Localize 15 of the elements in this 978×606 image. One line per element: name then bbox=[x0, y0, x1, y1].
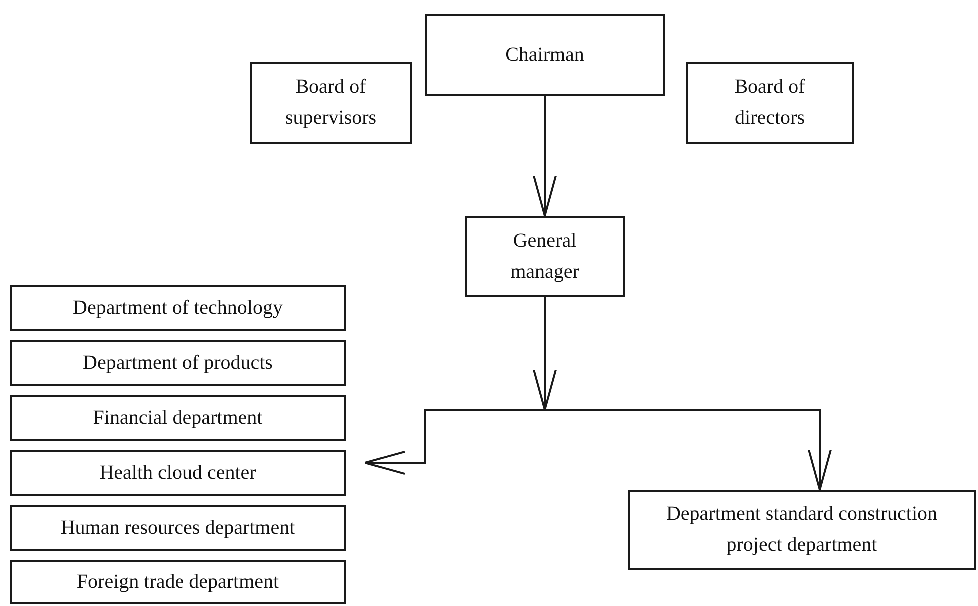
org-box: Chairman bbox=[425, 14, 665, 96]
org-box: Department standard construction project department bbox=[628, 490, 976, 570]
arrow bbox=[545, 409, 832, 491]
arrow bbox=[533, 297, 557, 411]
department-box: Department of technology bbox=[10, 285, 346, 331]
org-box: Board of supervisors bbox=[250, 62, 412, 144]
department-box: Department of products bbox=[10, 340, 346, 386]
arrow bbox=[364, 409, 545, 475]
department-box: Financial department bbox=[10, 395, 346, 441]
department-box: Human resources department bbox=[10, 505, 346, 551]
org-box: General manager bbox=[465, 216, 625, 297]
arrow bbox=[533, 96, 557, 217]
department-box: Health cloud center bbox=[10, 450, 346, 496]
department-box: Foreign trade department bbox=[10, 560, 346, 604]
org-box: Board of directors bbox=[686, 62, 854, 144]
